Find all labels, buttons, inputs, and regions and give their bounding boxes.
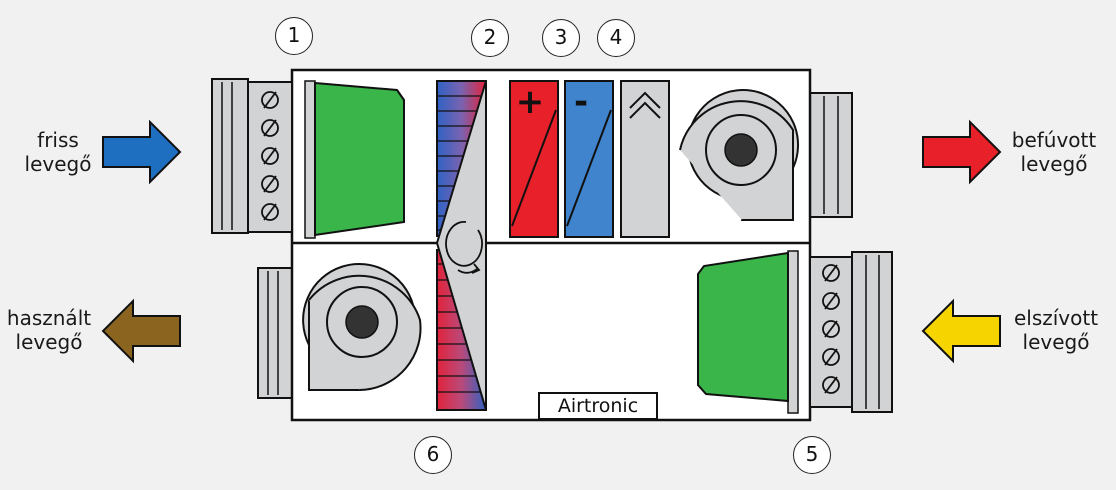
supply-air-label: befúvott levegő	[1004, 128, 1104, 176]
supply-air-duct	[807, 92, 853, 218]
supply-air-label-line1: befúvott	[1011, 128, 1097, 152]
fresh-air-damper	[247, 81, 293, 233]
callout-6: 6	[414, 436, 452, 474]
supply-air-arrow	[922, 119, 1002, 185]
fresh-air-arrow	[102, 119, 182, 185]
fresh-air-label: friss levegő	[14, 128, 102, 176]
callout-4: 4	[597, 19, 635, 57]
supply-fan	[679, 89, 800, 221]
cooler-minus-symbol: -	[574, 82, 588, 122]
supply-air-label-line2: levegő	[1020, 152, 1088, 176]
extract-air-label: elszívott levegő	[1006, 306, 1106, 354]
extract-air-arrow	[921, 298, 1001, 364]
extract-air-label-line2: levegő	[1022, 330, 1090, 354]
heater-plus-symbol: +	[516, 82, 545, 122]
extract-air-duct	[851, 251, 893, 413]
callout-3: 3	[542, 19, 580, 57]
rotary-heat-exchanger	[435, 80, 487, 411]
used-air-label-line1: használt	[6, 306, 92, 330]
callout-1: 1	[275, 17, 313, 55]
extract-air-label-line1: elszívott	[1013, 306, 1099, 330]
extract-filter	[697, 250, 799, 414]
heater-coil	[509, 80, 559, 238]
supply-filter	[304, 80, 405, 239]
callout-5: 5	[793, 436, 831, 474]
fresh-air-label-line2: levegő	[24, 152, 92, 176]
used-air-label-line2: levegő	[15, 330, 83, 354]
exhaust-fan	[302, 263, 422, 391]
cooler-coil	[564, 80, 614, 238]
droplet-eliminator	[620, 80, 670, 238]
used-air-arrow	[101, 298, 181, 364]
callout-2: 2	[471, 19, 509, 57]
fresh-air-label-line1: friss	[37, 128, 79, 152]
extract-air-damper	[809, 256, 853, 408]
used-air-label: használt levegő	[0, 306, 98, 354]
used-air-duct	[257, 267, 295, 399]
brand-label: Airtronic	[538, 392, 658, 420]
